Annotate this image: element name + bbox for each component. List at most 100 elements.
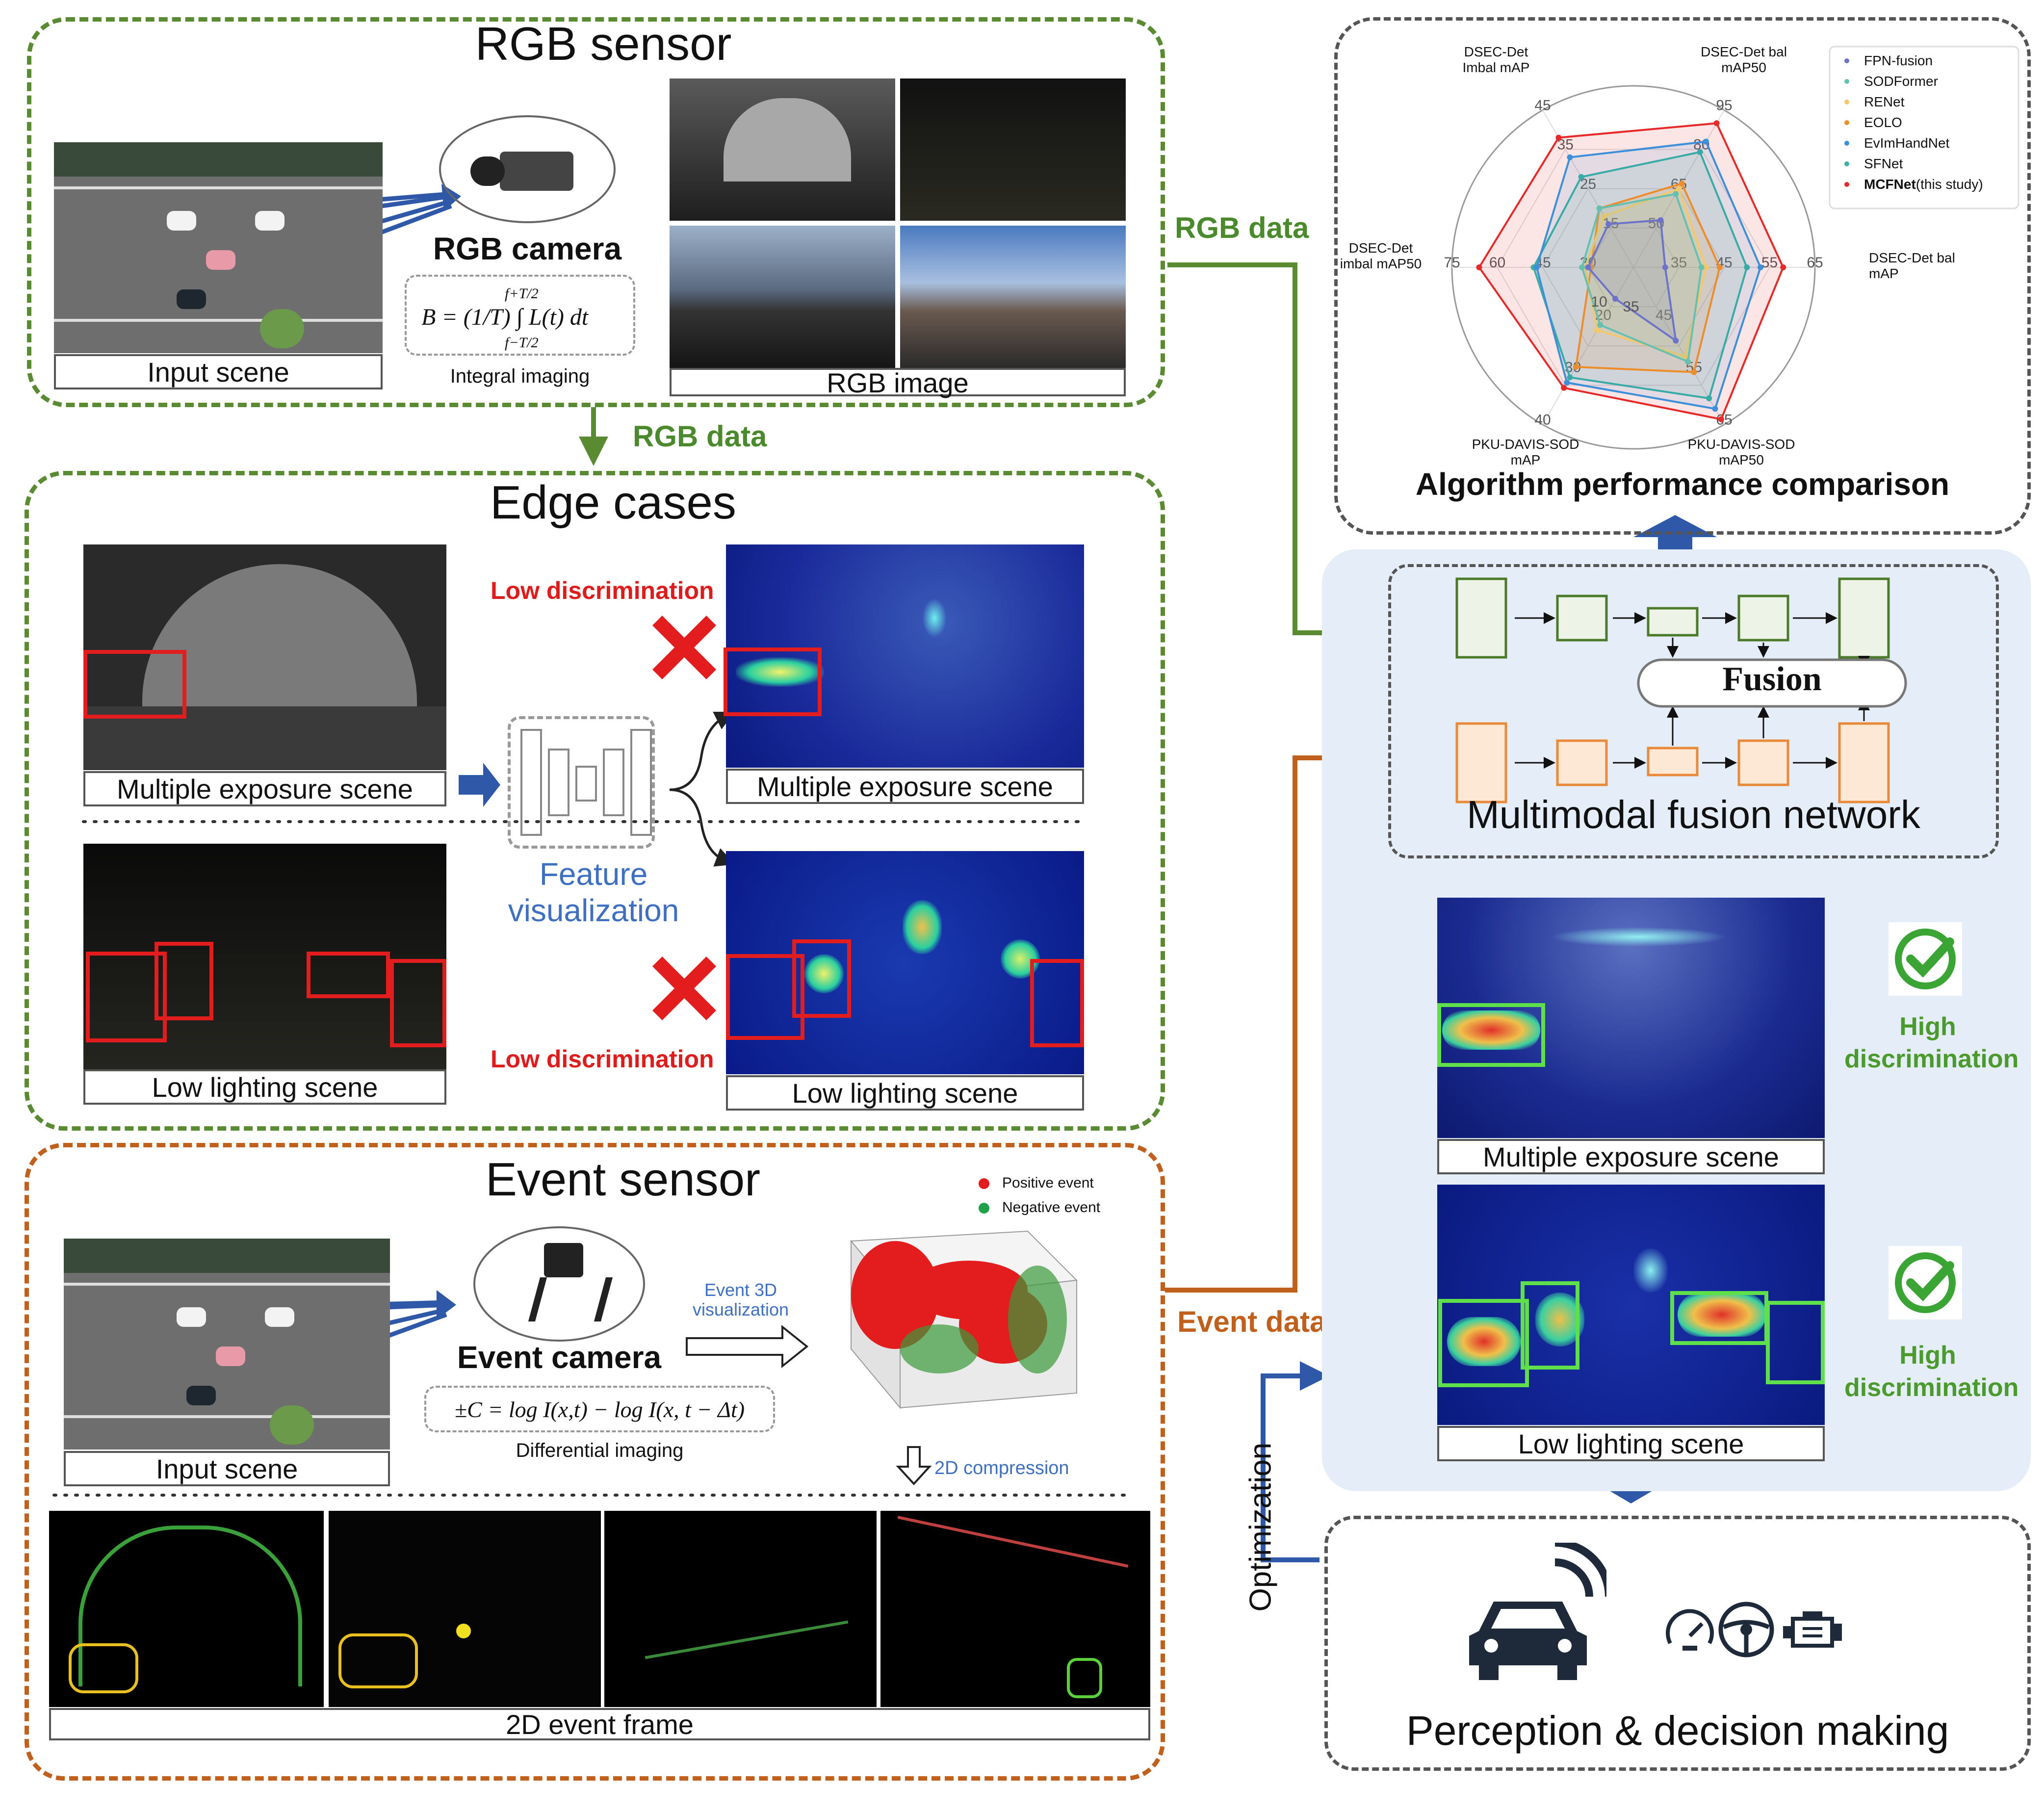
event-frame-2 bbox=[329, 1511, 601, 1707]
rgb-data-label-right: RGB data bbox=[1175, 211, 1309, 244]
legend-marker-SODFormer bbox=[1844, 79, 1849, 84]
event-frame-1 bbox=[49, 1511, 324, 1707]
event-frame-4 bbox=[880, 1511, 1150, 1707]
radar-point-EvImHandNet bbox=[1567, 154, 1573, 160]
fusion-heatmap1-greenbox bbox=[1437, 1003, 1545, 1067]
legend-label-EvImHandNet: EvImHandNet bbox=[1864, 135, 1950, 151]
event-frame-3 bbox=[604, 1511, 877, 1707]
edge-cases-title: Edge cases bbox=[490, 476, 736, 529]
radar-tick-label: 60 bbox=[1489, 255, 1505, 271]
radar-point-SODFormer bbox=[1698, 264, 1705, 270]
up-arrow-to-chart bbox=[1633, 515, 1717, 559]
edge-scene2-caption: Low lighting scene bbox=[83, 1069, 446, 1105]
fusion-heatmap2-greenbox-3 bbox=[1670, 1291, 1768, 1345]
fusion-network-diagram bbox=[1455, 577, 1907, 803]
radar-point-SFNet bbox=[1697, 149, 1703, 155]
rgb-image-dusk bbox=[670, 226, 895, 368]
radar-tick-label: 65 bbox=[1807, 255, 1823, 271]
radar-chart: 5065809535455565455565203040304560751525… bbox=[1340, 44, 2019, 467]
compression-label: 2D compression bbox=[934, 1458, 1069, 1478]
radar-point-FPN-fusion bbox=[1605, 221, 1612, 227]
edge-scene2-redbox-4 bbox=[390, 959, 446, 1047]
event-formula: ±C = log I(x,t) − log I(x, t − Δt) bbox=[424, 1386, 775, 1432]
radar-axis-label: DSEC-Det bbox=[1349, 240, 1413, 256]
radar-point-MCFNet bbox=[1561, 385, 1567, 391]
fusion-module-label: Fusion bbox=[1722, 660, 1822, 698]
legend-label-MCFNet: MCFNet(this study) bbox=[1864, 177, 1983, 192]
legend-marker-FPN-fusion bbox=[1844, 58, 1849, 63]
radar-axis-label: imbal mAP50 bbox=[1340, 256, 1422, 271]
legend-marker-MCFNet bbox=[1844, 182, 1849, 187]
radar-axis-label: PKU-DAVIS-SOD bbox=[1472, 437, 1579, 452]
radar-point-EOLO bbox=[1716, 264, 1723, 270]
edge-heatmap2-redbox-2 bbox=[792, 939, 851, 1018]
rgb-data-label-left: RGB data bbox=[633, 420, 767, 453]
legend-label-RENet: RENet bbox=[1864, 94, 1905, 109]
radar-point-EOLO bbox=[1691, 369, 1697, 375]
edge-scene2-redbox-3 bbox=[307, 952, 390, 998]
radar-tick-label: 45 bbox=[1656, 307, 1672, 323]
legend-label-FPN-fusion: FPN-fusion bbox=[1864, 53, 1933, 68]
chart-title: Algorithm performance comparison bbox=[1415, 466, 1950, 502]
edge-scene1-image bbox=[83, 544, 446, 770]
radar-axis-label: mAP bbox=[1869, 266, 1899, 281]
event-sensor-title: Event sensor bbox=[485, 1153, 761, 1206]
radar-axis-label: mAP50 bbox=[1721, 60, 1766, 75]
low-disc-label-bottom: Low discrimination bbox=[491, 1045, 714, 1073]
legend-marker-RENet bbox=[1844, 100, 1849, 104]
edge-heatmap2-caption: Low lighting scene bbox=[726, 1075, 1084, 1111]
radar-axis-label: mAP bbox=[1511, 452, 1541, 467]
optimization-label: Optimization bbox=[1243, 1442, 1278, 1612]
check-icon bbox=[1889, 1246, 1962, 1320]
radar-point-SFNet bbox=[1567, 374, 1573, 381]
rgb-formula-caption: Integral imaging bbox=[450, 365, 590, 387]
low-disc-label-top: Low discrimination bbox=[491, 577, 714, 604]
fusion-heatmap1-caption: Multiple exposure scene bbox=[1437, 1139, 1825, 1174]
radar-axis-label: Imbal mAP bbox=[1463, 60, 1530, 75]
radar-axis-label: DSEC-Det bal bbox=[1701, 44, 1787, 59]
radar-point-FPN-fusion bbox=[1612, 296, 1618, 302]
cross-icon bbox=[652, 957, 716, 1020]
edge-scene2-image bbox=[83, 844, 446, 1069]
radar-point-SFNet bbox=[1744, 264, 1750, 270]
steering-wheel-icon bbox=[1717, 1600, 1776, 1659]
feature-extractor-icon bbox=[508, 716, 655, 849]
radar-tick-label: 55 bbox=[1761, 255, 1778, 271]
rgb-camera-icon bbox=[439, 115, 616, 223]
radar-point-SODFormer bbox=[1579, 264, 1585, 270]
high-disc-label-top: High discrimination bbox=[1844, 1012, 2019, 1073]
radar-point-MCFNet bbox=[1780, 264, 1786, 270]
engine-icon bbox=[1781, 1609, 1844, 1653]
chart-panel bbox=[1334, 17, 2031, 535]
radar-point-FPN-fusion bbox=[1662, 264, 1668, 270]
edge-scene1-redbox bbox=[83, 650, 186, 719]
radar-point-RENet bbox=[1594, 327, 1600, 334]
radar-legend-box bbox=[1829, 46, 2019, 209]
fusion-heatmap2-caption: Low lighting scene bbox=[1437, 1426, 1825, 1461]
radar-spoke bbox=[1542, 267, 1634, 425]
event-legend: Positive event Negative event bbox=[979, 1175, 1100, 1224]
optimization-loop bbox=[1261, 1361, 1329, 1562]
radar-point-FPN-fusion bbox=[1585, 264, 1591, 270]
decision-panel bbox=[1324, 1516, 2031, 1771]
fusion-heatmap2-greenbox-4 bbox=[1766, 1301, 1825, 1384]
radar-point-EvImHandNet bbox=[1758, 264, 1763, 270]
radar-point-RENet bbox=[1703, 264, 1709, 270]
radar-point-FPN-fusion bbox=[1657, 217, 1664, 223]
fusion-heatmap2-greenbox-2 bbox=[1521, 1281, 1579, 1370]
legend-label-SODFormer: SODFormer bbox=[1864, 74, 1938, 89]
rgb-formula: B = (1/T) ∫ L(t) dt f+T/2 f−T/2 bbox=[405, 275, 635, 356]
car-icon bbox=[1469, 1539, 1613, 1680]
radar-point-MCFNet bbox=[1713, 120, 1720, 127]
edge-heatmap2-redbox-1 bbox=[726, 954, 804, 1040]
radar-point-FPN-fusion bbox=[1673, 337, 1679, 344]
radar-point-RENet bbox=[1676, 185, 1682, 192]
radar-point-EOLO bbox=[1573, 363, 1579, 370]
edge-scene1-caption: Multiple exposure scene bbox=[83, 771, 446, 806]
edge-input-arrow bbox=[459, 763, 500, 807]
radar-axis-label: mAP50 bbox=[1719, 452, 1764, 467]
edge-scene2-redbox-2 bbox=[155, 942, 213, 1020]
radar-tick-label: 10 bbox=[1591, 294, 1607, 310]
legend-marker-SFNet bbox=[1844, 161, 1849, 166]
